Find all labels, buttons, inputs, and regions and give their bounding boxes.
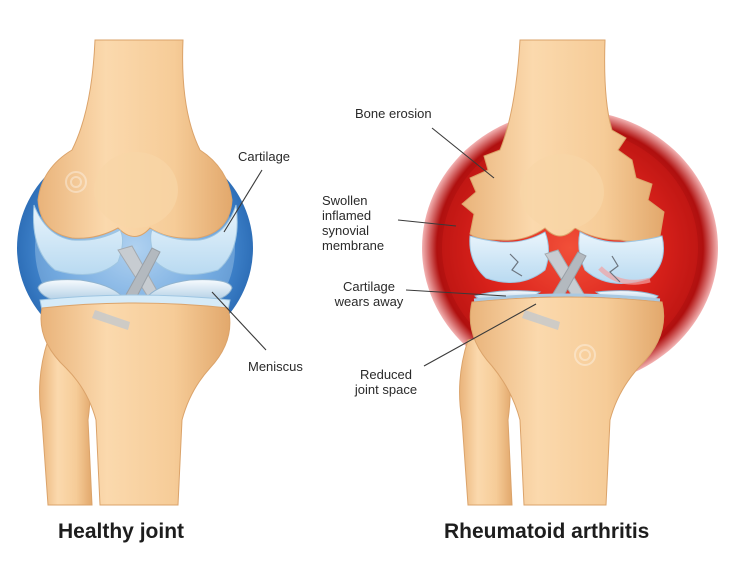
label-reduced-line-1: Reduced [347,367,425,382]
label-swollen-line-4: membrane [322,238,384,253]
label-bone-erosion: Bone erosion [355,106,432,121]
label-cartilage: Cartilage [238,149,290,164]
caption-rheumatoid-arthritis: Rheumatoid arthritis [444,520,649,544]
label-swollen-membrane: Swollen inflamed synovial membrane [322,193,384,253]
label-cartilage-wears-line-1: Cartilage [330,279,408,294]
label-swollen-line-2: inflamed [322,208,384,223]
label-cartilage-wears-away: Cartilage wears away [330,279,408,309]
label-meniscus: Meniscus [248,359,303,374]
label-swollen-line-3: synovial [322,223,384,238]
healthy-joint-illustration [17,40,253,505]
label-reduced-line-2: joint space [347,382,425,397]
label-swollen-line-1: Swollen [322,193,384,208]
label-cartilage-wears-line-2: wears away [330,294,408,309]
caption-healthy-joint: Healthy joint [58,520,184,544]
rheumatoid-joint-illustration [422,40,718,505]
label-reduced-joint-space: Reduced joint space [347,367,425,397]
